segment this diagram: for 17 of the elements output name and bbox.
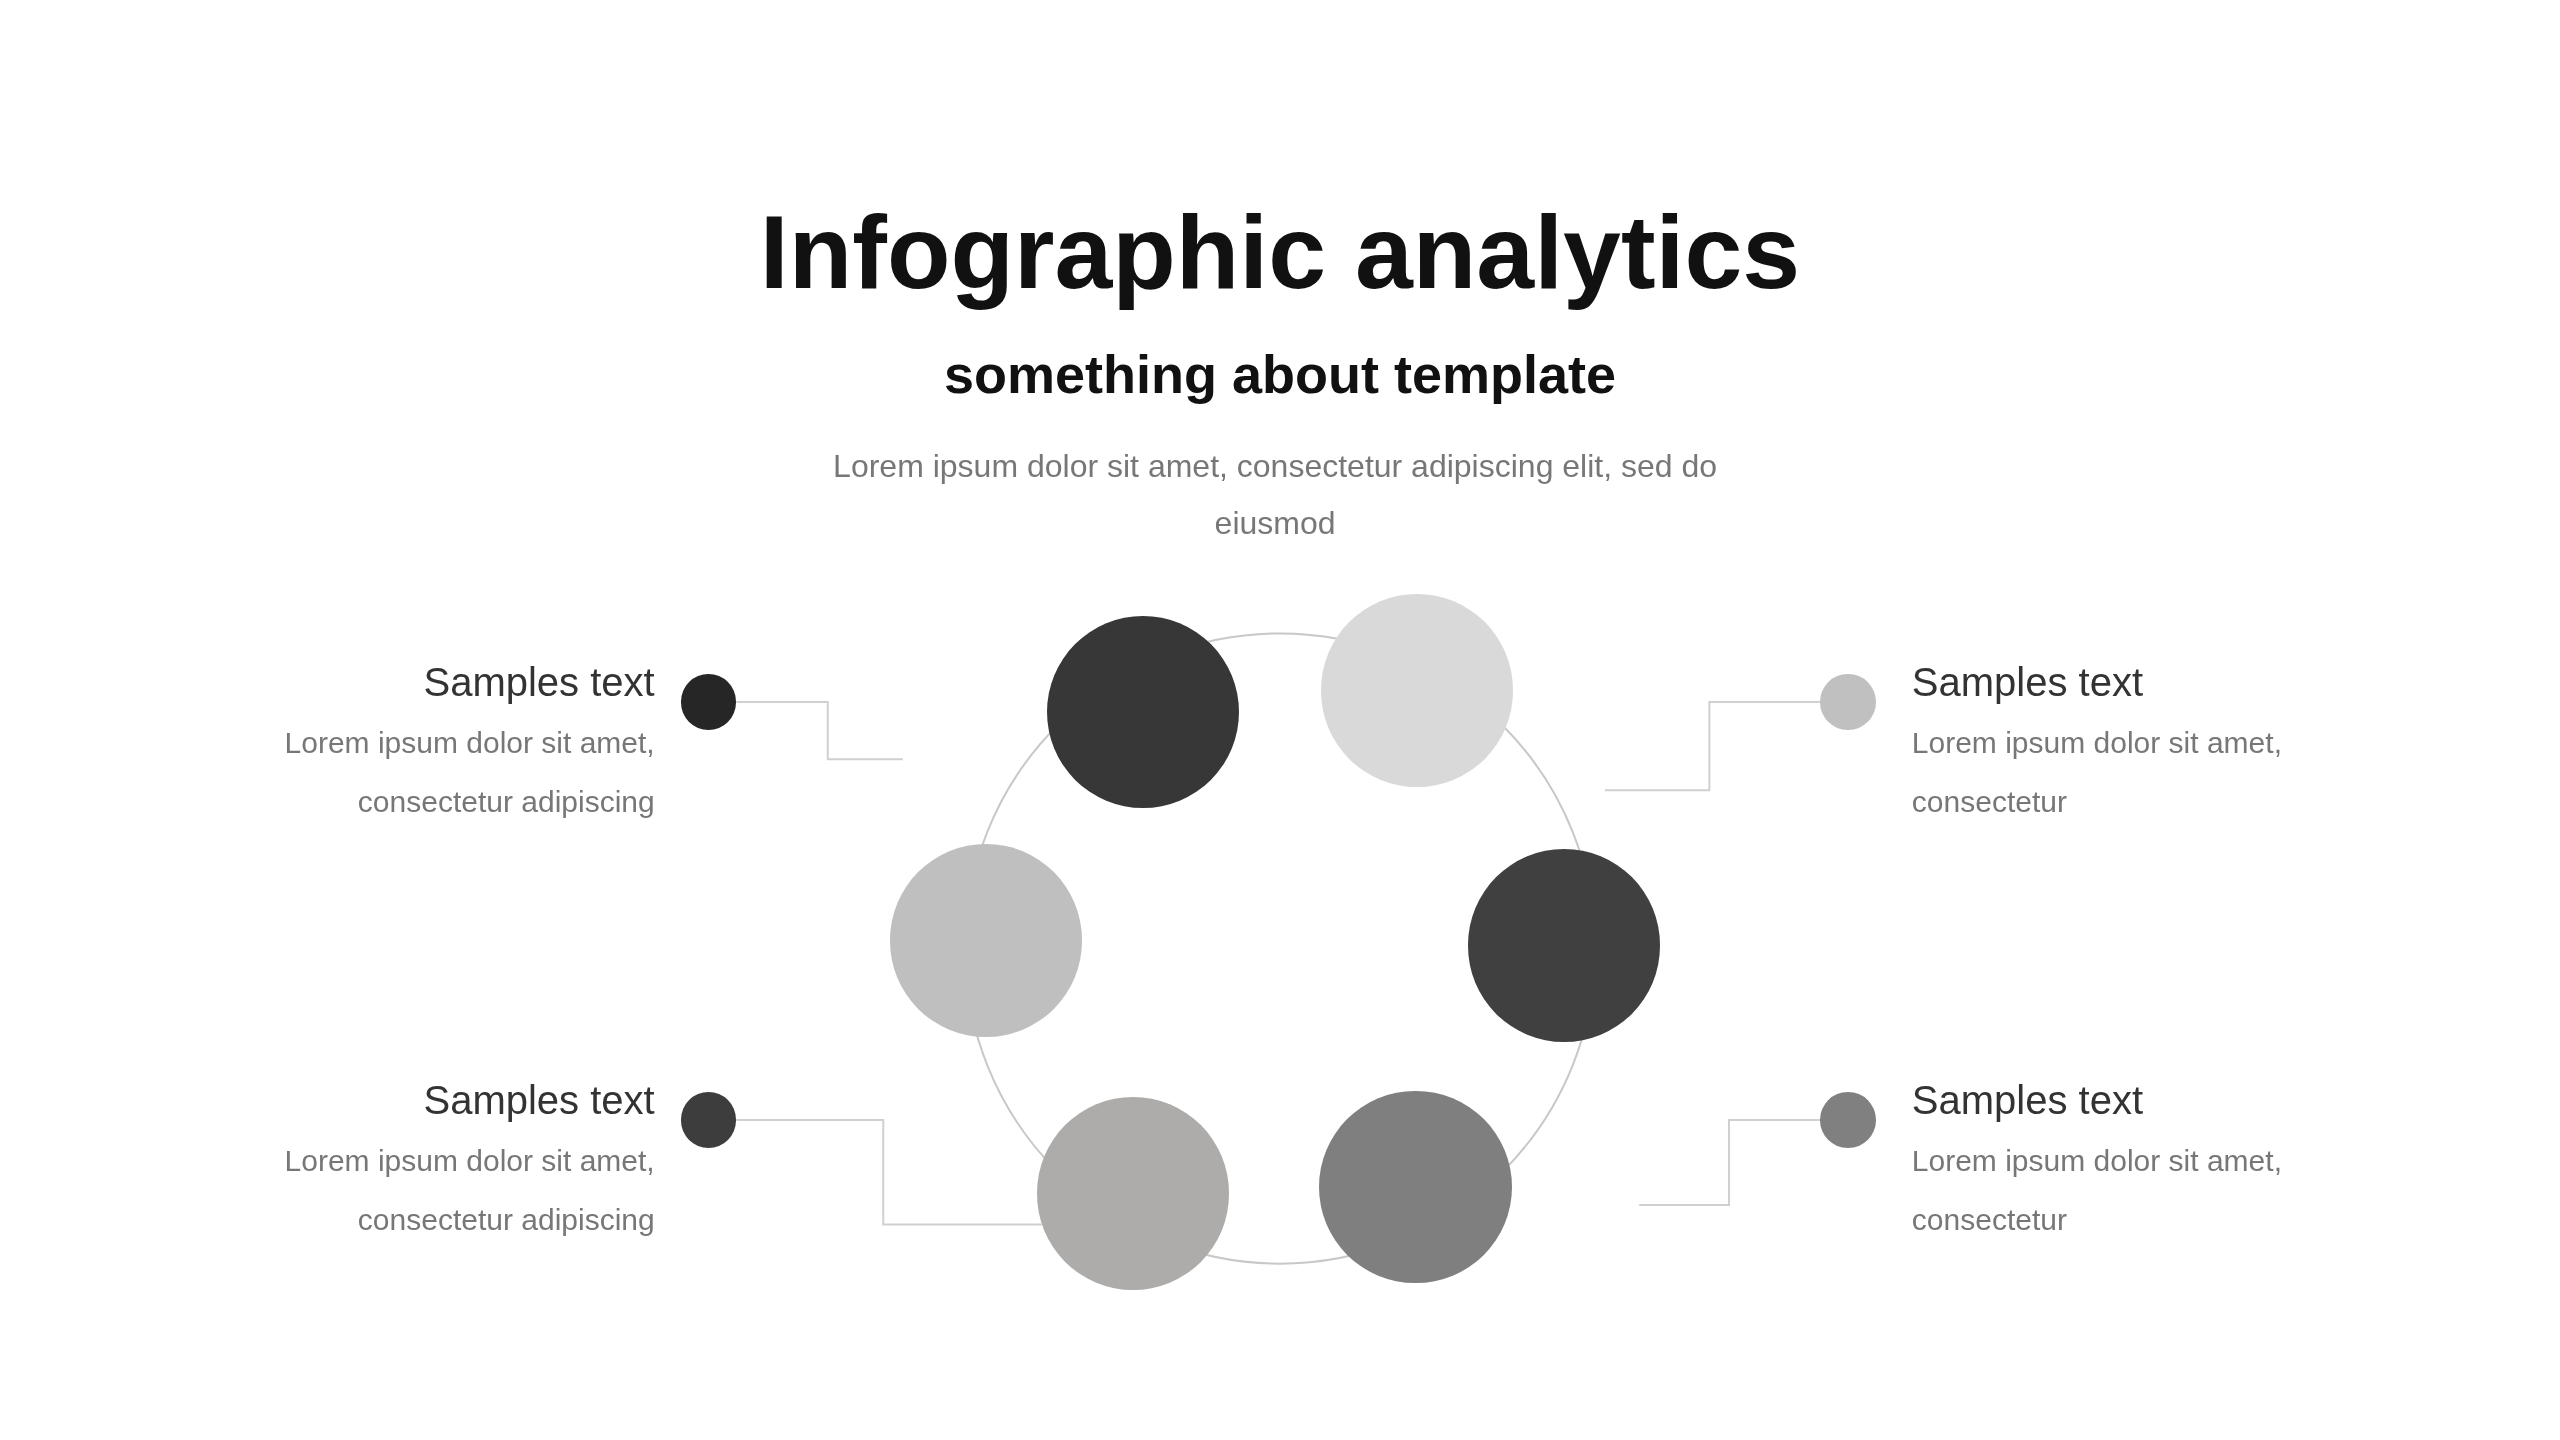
item-heading: Samples text — [422, 1078, 655, 1123]
title: Infographic analytics — [758, 192, 1802, 312]
leader-line — [735, 701, 904, 761]
leader-line — [1603, 701, 1822, 792]
item-heading: Samples text — [1911, 660, 2145, 706]
leader-line — [735, 1119, 1043, 1226]
leader-line — [1638, 1119, 1822, 1206]
marker-dot — [1820, 1092, 1876, 1148]
intro-paragraph: Lorem ipsum dolor sit amet, consectetur adipiscing elit, sed do eiusmod — [832, 446, 1719, 543]
item-description: Lorem ipsum dolor sit amet, consectetur adipiscing — [283, 725, 655, 820]
item-heading: Samples text — [1911, 1078, 2145, 1123]
item-description: Lorem ipsum dolor sit amet, consectetur adipiscing — [283, 1143, 655, 1238]
item-heading: Samples text — [422, 660, 655, 706]
subtitle: something about template — [942, 342, 1617, 405]
item-description: Lorem ipsum dolor sit amet, consectetur — [1911, 725, 2283, 820]
marker-dot — [1820, 674, 1876, 730]
item-description: Lorem ipsum dolor sit amet, consectetur — [1911, 1143, 2283, 1238]
